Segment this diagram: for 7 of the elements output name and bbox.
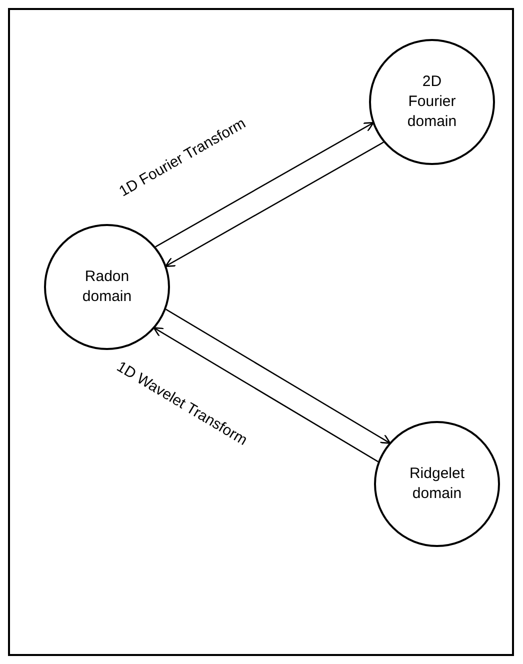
node-label: Radon domain: [81, 267, 133, 307]
arrow: [164, 142, 384, 267]
arrow: [155, 122, 374, 248]
node-label: 2D Fourier domain: [406, 72, 458, 132]
arrow: [153, 327, 378, 462]
arrow: [166, 308, 391, 444]
node-label: Ridgelet domain: [408, 464, 466, 504]
